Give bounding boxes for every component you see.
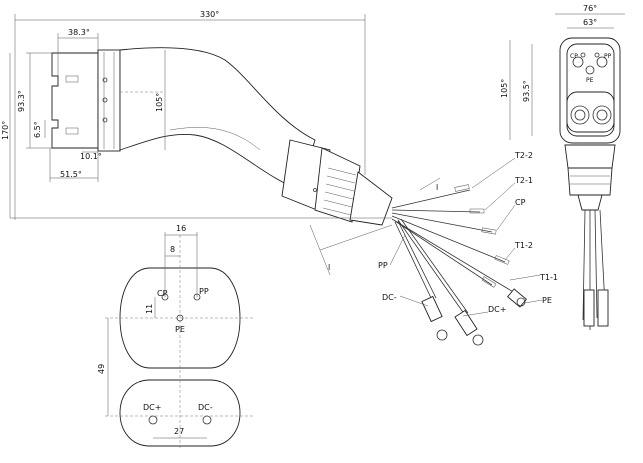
dim-head-bottom: 51.5° bbox=[60, 170, 82, 179]
dim-pin-offset-11: 11 bbox=[145, 304, 154, 314]
wire-labels: T2-2 T2-1 CP T1-2 T1-1 PE PP DC- DC+ bbox=[378, 151, 558, 317]
side-dimensions: 330° 170° 38.3° 93.3° 6.5° 10.1° 51.5° 1… bbox=[1, 10, 441, 276]
front-pin-pe bbox=[585, 65, 595, 75]
dim-front-inner-width: 63° bbox=[583, 18, 597, 27]
dim-overall-length: 330° bbox=[200, 10, 219, 19]
label-dc-plus: DC+ bbox=[488, 305, 506, 314]
face-screw-3 bbox=[102, 117, 108, 123]
wire-bundle bbox=[391, 184, 527, 346]
front-view: CP PP PE 76° 63° 105° 93.5° bbox=[500, 4, 625, 330]
label-t2-1: T2-1 bbox=[514, 176, 533, 185]
pin-label-pp: PP bbox=[199, 287, 209, 296]
side-view: 330° 170° 38.3° 93.3° 6.5° 10.1° 51.5° 1… bbox=[1, 10, 558, 346]
pin-dc-plus bbox=[148, 415, 158, 425]
dim-front-inner-height: 93.5° bbox=[522, 80, 531, 102]
pin-label-dc-minus: DC- bbox=[198, 403, 213, 412]
front-dc-pin-1 bbox=[570, 105, 590, 125]
front-dc-socket bbox=[566, 91, 615, 133]
dim-length-l2: l bbox=[436, 183, 438, 192]
dim-dc-spacing-27: 27 bbox=[174, 427, 184, 436]
cable-boot bbox=[281, 139, 393, 226]
front-dc-pin-2 bbox=[592, 105, 612, 125]
pin-layout: CP PP PE DC+ DC- 16 8 11 49 27 bbox=[97, 224, 255, 450]
handle-body bbox=[119, 47, 316, 191]
front-label-pp: PP bbox=[604, 53, 612, 60]
dim-grip-height: 105° bbox=[155, 93, 164, 112]
dim-front-width: 76° bbox=[583, 4, 597, 13]
label-t1-1: T1-1 bbox=[539, 273, 558, 282]
pin-dc-minus bbox=[202, 415, 212, 425]
front-pin-cp bbox=[572, 56, 584, 68]
front-label-cp: CP bbox=[570, 53, 578, 60]
pin-label-pe: PE bbox=[175, 325, 185, 334]
face-screw-2 bbox=[102, 97, 108, 103]
label-pp: PP bbox=[378, 261, 388, 270]
dim-front-height: 105° bbox=[500, 79, 509, 98]
pin-label-dc-plus: DC+ bbox=[143, 403, 161, 412]
label-cp: CP bbox=[515, 198, 526, 207]
face-screw-1 bbox=[102, 77, 108, 83]
dim-pin-spacing-16: 16 bbox=[176, 224, 186, 233]
front-label-pe: PE bbox=[586, 77, 594, 84]
dim-dc-offset-49: 49 bbox=[97, 364, 106, 374]
dim-head-height: 93.3° bbox=[17, 90, 26, 112]
pin-pe bbox=[176, 314, 184, 322]
dim-length-l: l bbox=[328, 263, 330, 272]
dim-pin-spacing-8: 8 bbox=[170, 245, 175, 254]
label-pe: PE bbox=[542, 296, 552, 305]
label-t2-2: T2-2 bbox=[514, 151, 533, 160]
label-dc-minus: DC- bbox=[382, 293, 397, 302]
dim-overall-height: 170° bbox=[1, 121, 10, 140]
connector-face-plate bbox=[97, 49, 121, 152]
front-pin-pp bbox=[596, 56, 608, 68]
label-t1-2: T1-2 bbox=[514, 241, 533, 250]
pin-label-cp: CP bbox=[157, 289, 168, 298]
dim-head-offset: 6.5° bbox=[33, 121, 42, 138]
dim-head-width-top: 38.3° bbox=[68, 28, 90, 37]
dim-head-step: 10.1° bbox=[80, 152, 102, 161]
